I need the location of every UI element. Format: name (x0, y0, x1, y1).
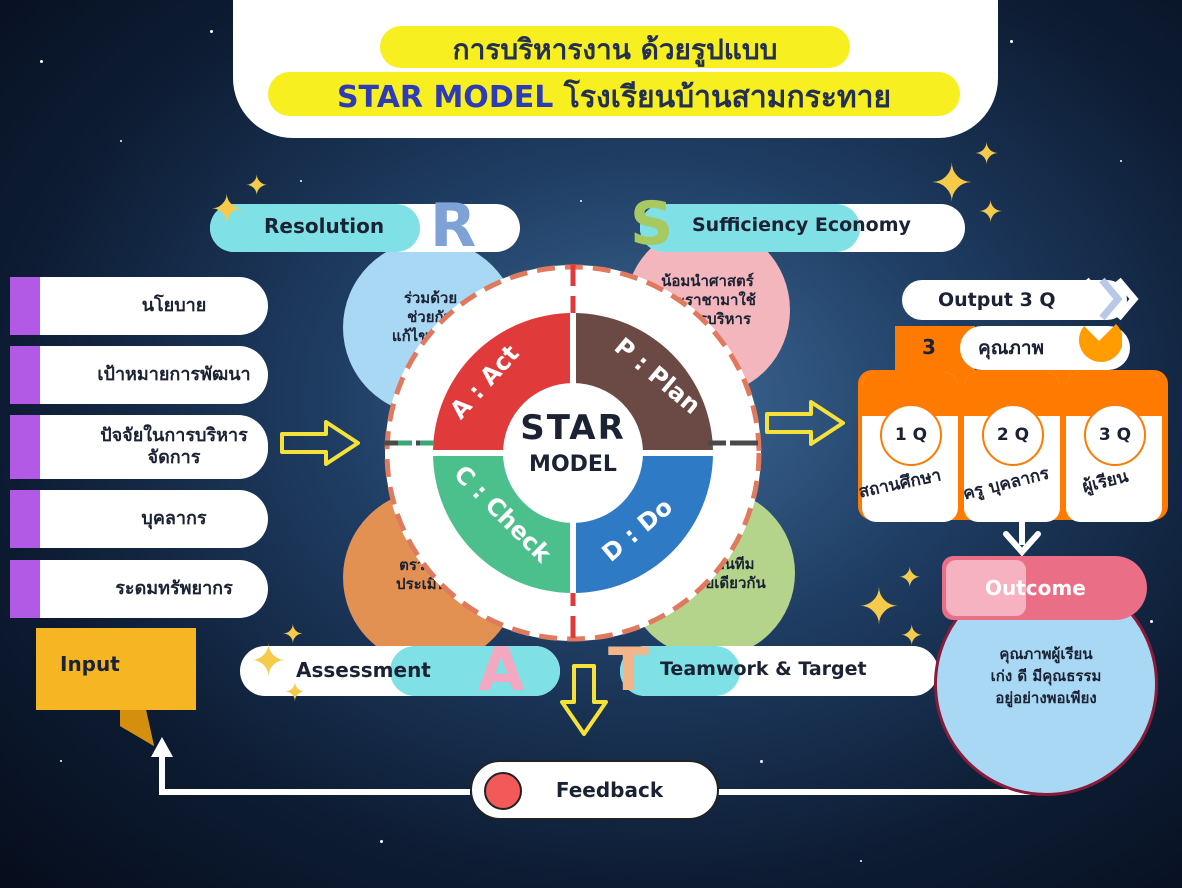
title-line1-text: การบริหารงาน ด้วยรูปแบบ (452, 33, 778, 66)
output-badge-1: 1 Q (880, 404, 942, 466)
center-star: STAR (520, 408, 626, 448)
center-model: MODEL (529, 452, 617, 477)
arrow-right-icon (765, 400, 845, 446)
input-item: บุคลากร (10, 490, 268, 548)
resolution-band (210, 204, 420, 252)
feedback-dot (484, 772, 522, 810)
sparkle-icon: ✦ (282, 620, 304, 650)
pacman-icon (1078, 324, 1122, 363)
title-star-model: STAR MODEL (336, 80, 554, 115)
teamwork-band (620, 646, 740, 696)
sparkle-icon: ✦ (978, 195, 1004, 230)
sparkle-icon: ✦ (250, 636, 287, 687)
teamwork-letter: T (608, 635, 649, 705)
outcome-text: คุณภาพผู้เรียน เก่ง ดี มีคุณธรรม อยู่อย่… (990, 645, 1102, 707)
output-count: 3 (922, 335, 936, 359)
title-line1 (380, 26, 850, 68)
sparkle-icon: ✦ (974, 137, 1000, 172)
outcome-banner-accent (946, 560, 1026, 616)
resolution-letter: R (430, 191, 477, 261)
outcome-label: Outcome (985, 576, 1086, 600)
input-item: เป้าหมายการพัฒนา (10, 346, 268, 404)
feedback-label: Feedback (555, 778, 664, 802)
title-line2 (268, 72, 960, 116)
input-item-label: บุคลากร (141, 508, 207, 529)
chevron-right-icon (1083, 277, 1139, 321)
title-school-name: โรงเรียนบ้านสามกระทาย (563, 80, 892, 115)
sparkle-icon: ✦ (900, 619, 924, 652)
arrow-right-icon (280, 420, 360, 466)
sparkle-icon: ✦ (245, 169, 269, 202)
output-quality: คุณภาพ (978, 337, 1045, 359)
input-item: นโยบาย (10, 277, 268, 335)
title-line2-text: STAR MODEL โรงเรียนบ้านสามกระทาย (268, 74, 960, 121)
assessment-letter: A (478, 635, 525, 705)
pdca-wheel (384, 264, 762, 642)
input-item-label: เป้าหมายการพัฒนา (97, 364, 251, 385)
arrow-down-icon (560, 664, 608, 736)
input-item-label: นโยบาย (141, 295, 207, 316)
sparkle-icon: ✦ (210, 187, 244, 233)
sufficiency-label: Sufficiency Economy (692, 214, 911, 236)
sufficiency-band (640, 204, 860, 252)
feedback-pill: Feedback (470, 760, 719, 820)
sparkle-icon: ✦ (858, 578, 900, 636)
output-badge-3: 3 Q (1084, 404, 1146, 466)
assessment-band (390, 646, 560, 696)
teamwork-label: Teamwork & Target (660, 658, 867, 680)
input-label: Input (60, 652, 120, 676)
sparkle-icon: ✦ (898, 561, 922, 594)
input-item-label: ปัจจัยในการบริหารจัดการ (100, 425, 248, 468)
sparkle-icon: ✦ (284, 678, 306, 708)
assessment-label: Assessment (296, 658, 431, 682)
sufficiency-letter: S (630, 189, 674, 259)
input-item: ปัจจัยในการบริหารจัดการ (10, 415, 268, 479)
sparkle-icon: ✦ (930, 154, 974, 214)
input-ribbon (36, 628, 196, 746)
input-item-label: ระดมทรัพยากร (115, 578, 233, 599)
output-badge-2: 2 Q (982, 404, 1044, 466)
resolution-label: Resolution (264, 214, 385, 238)
input-item: ระดมทรัพยากร (10, 560, 268, 618)
output-title: Output 3 Q (938, 289, 1056, 311)
